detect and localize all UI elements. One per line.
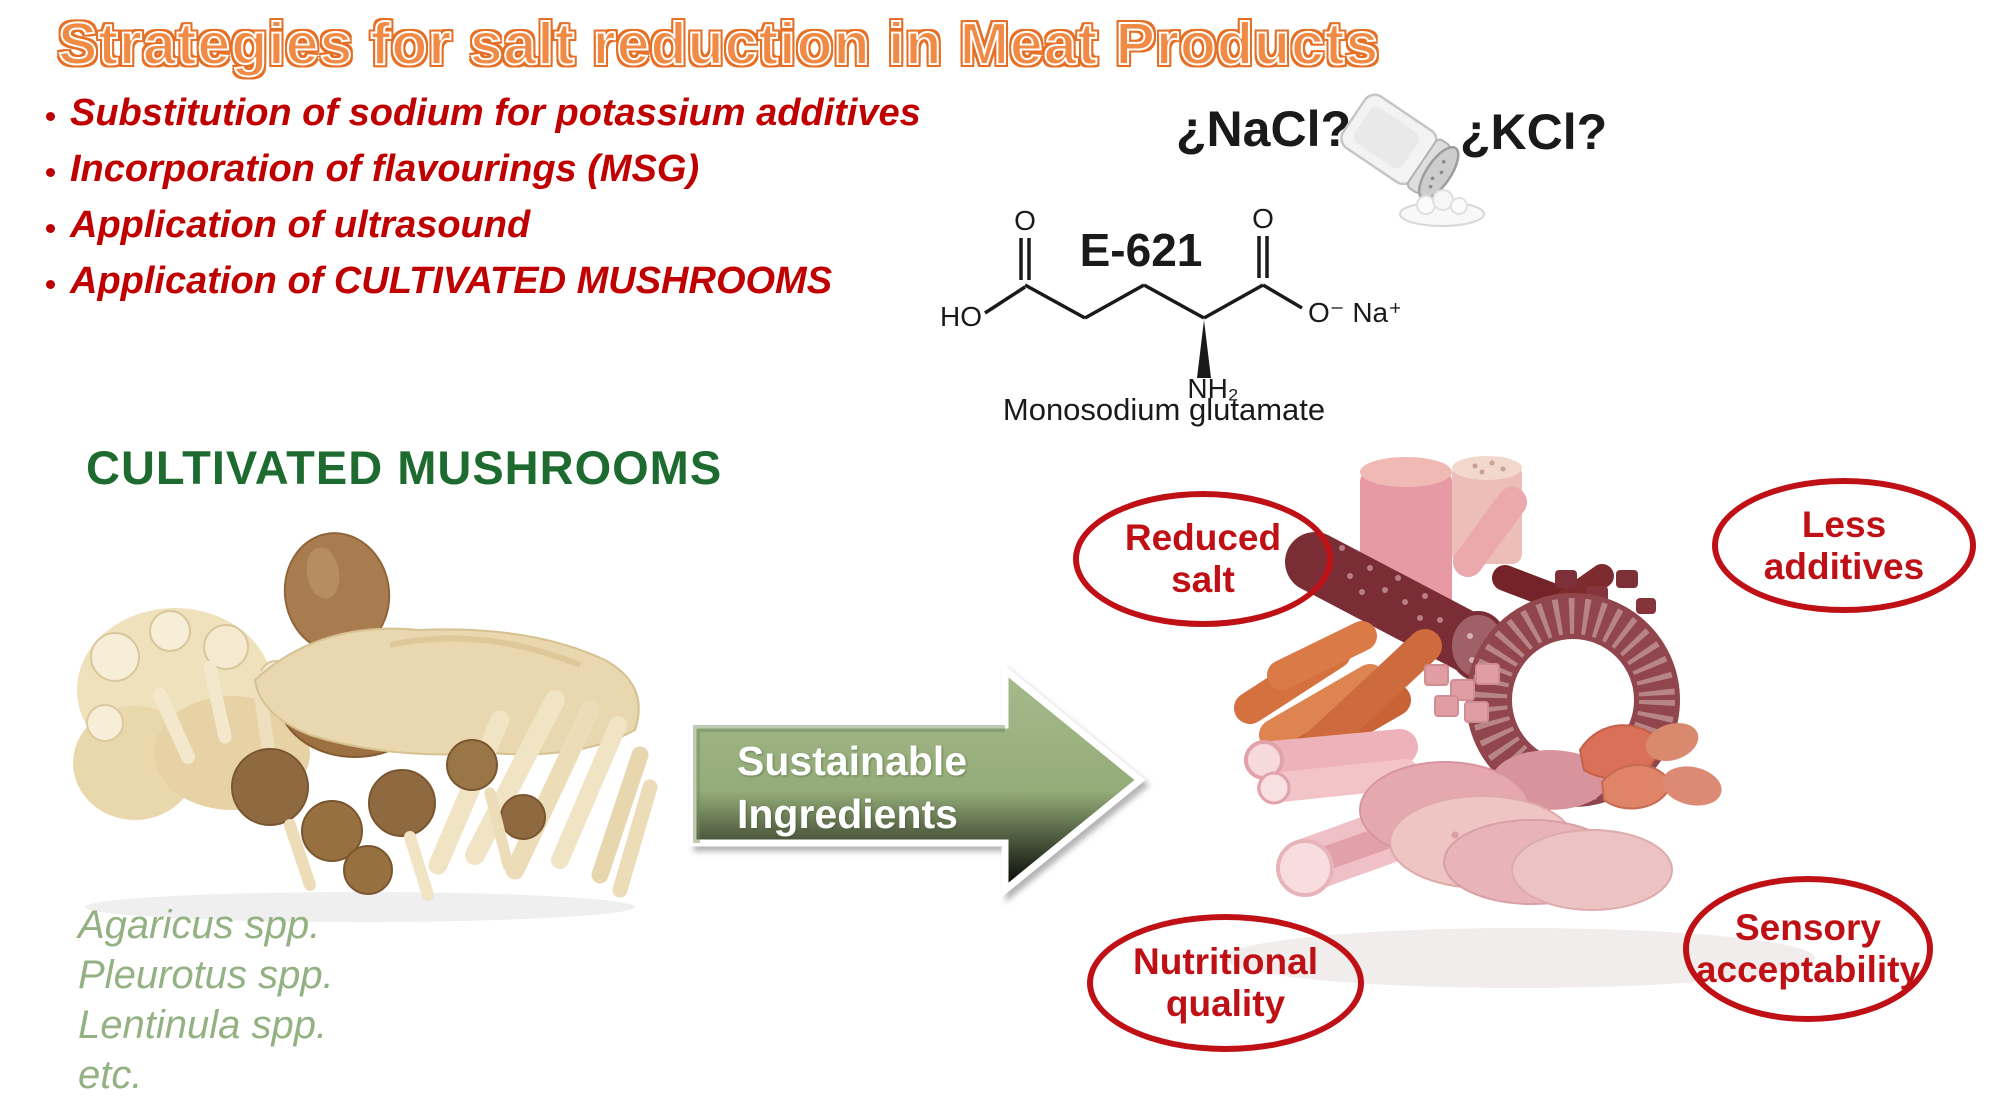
strategy-item: Substitution of sodium for potassium add… [70, 94, 921, 132]
page-title: Strategies for salt reduction in Meat Pr… [57, 10, 1380, 78]
benefit-reduced-salt: Reduced salt [1073, 491, 1333, 627]
arrow-label-line1: Sustainable [737, 738, 968, 784]
msg-caption: Monosodium glutamate [1003, 392, 1325, 427]
chem-ho-label: HO [940, 301, 982, 332]
species-item: Agaricus spp. [78, 903, 321, 947]
arrow-label-line2: Ingredients [737, 791, 958, 837]
msg-chemical-structure: HO O O O⁻ Na⁺ NH₂ E-621 Monosodium gluta… [940, 203, 1400, 427]
arrow-label: Sustainable Ingredients [737, 735, 967, 841]
sustainable-arrow [689, 662, 1146, 897]
chem-o-right-label: O [1252, 203, 1274, 234]
nacl-question-label: ¿NaCl? [1176, 101, 1351, 157]
species-list: Agaricus spp. Pleurotus spp. Lentinula s… [78, 900, 334, 1100]
benefit-line: acceptability [1695, 949, 1921, 990]
meat-products-photo [1225, 456, 1815, 988]
species-item: Pleurotus spp. [78, 953, 334, 997]
benefit-line: salt [1171, 559, 1235, 600]
benefit-line: Reduced [1124, 517, 1282, 559]
chem-ona-label: O⁻ Na⁺ [1308, 297, 1400, 328]
benefit-line: quality [1165, 983, 1286, 1024]
benefit-sensory-acceptability: Sensory acceptability [1683, 876, 1933, 1022]
species-item: Lentinula spp. [78, 1003, 328, 1047]
benefit-line: Nutritional [1133, 941, 1318, 983]
mushrooms-heading: CULTIVATED MUSHROOMS [86, 441, 723, 494]
chem-nh2-label: NH₂ [1187, 373, 1238, 404]
strategy-item: Application of ultrasound [70, 206, 921, 244]
benefit-line: Less [1801, 503, 1887, 545]
strategy-item: Incorporation of flavourings (MSG) [70, 150, 921, 188]
chem-o-left-label: O [1014, 205, 1036, 236]
mushrooms-photo [73, 532, 658, 922]
benefit-line: Sensory [1734, 907, 1881, 949]
strategy-item: Application of CULTIVATED MUSHROOMS [70, 262, 921, 300]
benefit-line: additives [1763, 545, 1925, 587]
strategy-list: Substitution of sodium for potassium add… [36, 94, 921, 318]
benefit-nutritional-quality: Nutritional quality [1087, 914, 1364, 1052]
e621-label: E-621 [1080, 224, 1203, 276]
species-item: etc. [78, 1053, 143, 1097]
benefit-less-additives: Less additives [1712, 478, 1976, 613]
salt-shaker-image [1340, 93, 1485, 227]
kcl-question-label: ¿KCl? [1460, 104, 1608, 160]
